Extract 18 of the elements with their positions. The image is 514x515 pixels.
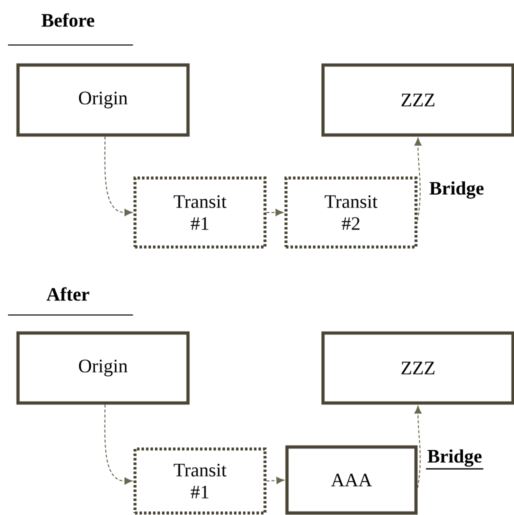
section-heading: Before (8, 13, 134, 46)
process-box: AAA (285, 445, 418, 515)
dotted-box: Transit #2 (284, 176, 418, 248)
dotted-box: Transit #1 (134, 448, 266, 514)
process-box: ZZZ (321, 331, 514, 405)
arrow (104, 404, 132, 485)
arrow (266, 476, 284, 484)
section-heading: After (8, 287, 134, 316)
process-box: Origin (16, 63, 190, 137)
arrow (266, 208, 284, 216)
dotted-box: Transit #1 (134, 176, 266, 248)
arrow (104, 136, 132, 216)
edge-label: Bridge (430, 181, 484, 199)
edge-label: Bridge (426, 449, 484, 470)
arrow (414, 138, 422, 221)
process-box: ZZZ (321, 63, 514, 137)
arrow (414, 406, 422, 488)
process-box: Origin (16, 331, 190, 405)
